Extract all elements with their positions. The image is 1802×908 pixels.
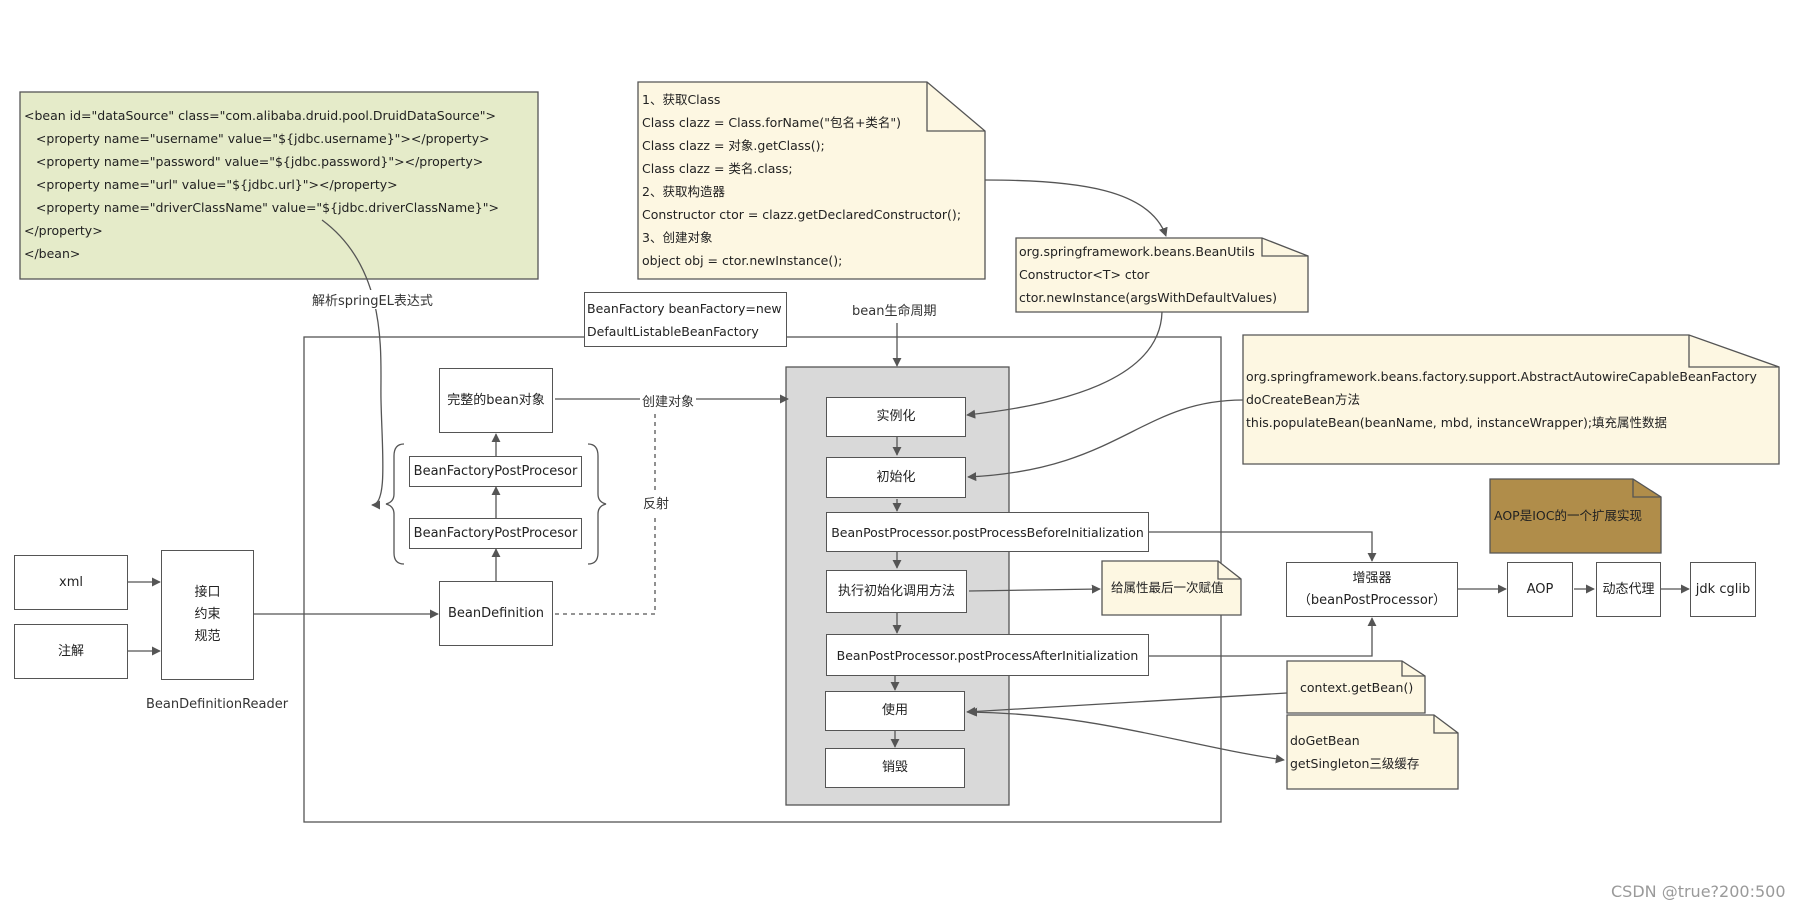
- create-object-label: 创建对象: [640, 391, 697, 410]
- bean-definition-box[interactable]: BeanDefinition: [439, 581, 553, 646]
- arrow-getbean-use: [966, 692, 1288, 717]
- aop-note-shape: [1489, 478, 1662, 554]
- factory-note-shape: [1242, 334, 1780, 465]
- reflection-label: 反射: [641, 491, 672, 514]
- step-before-init[interactable]: BeanPostProcessor.postProcessBeforeIniti…: [826, 512, 1149, 552]
- aop-note-fold: [1632, 479, 1661, 498]
- xml-line: <property name="password" value="${jdbc.…: [24, 154, 484, 169]
- beanutils-note-shape: [1015, 237, 1309, 313]
- dogetbean-line: getSingleton三级缓存: [1290, 756, 1420, 771]
- xml-note-shape: [19, 91, 539, 280]
- reflect-note: 1、获取Class Class clazz = Class.forName("包…: [642, 88, 982, 272]
- step-instantiate[interactable]: 实例化: [826, 397, 966, 437]
- step-destroy[interactable]: 销毁: [825, 748, 965, 788]
- lifecycle-label: bean生命周期: [852, 304, 937, 319]
- reflect-note-fold: [926, 82, 985, 132]
- last-assign-note-shape: [1101, 560, 1242, 616]
- curve-reflect-beanutils: [984, 179, 1168, 237]
- right-brace: [587, 443, 607, 565]
- reflect-line: Class clazz = 对象.getClass();: [642, 138, 825, 153]
- beanutils-line: ctor.newInstance(argsWithDefaultValues): [1019, 290, 1278, 305]
- reflect-line: Class clazz = 类名.class;: [642, 161, 793, 176]
- interface-line: 接口: [194, 585, 221, 600]
- curve-factory-initialize: [967, 399, 1244, 482]
- dogetbean-note: doGetBean getSingleton三级缓存: [1290, 729, 1455, 775]
- enhancer-line: （beanPostProcessor）: [1297, 592, 1447, 608]
- aop-note: AOP是IOC的一个扩展实现: [1494, 508, 1642, 523]
- reader-label: BeanDefinitionReader: [146, 697, 289, 712]
- step-use[interactable]: 使用: [825, 691, 965, 731]
- full-bean-box[interactable]: 完整的bean对象: [439, 368, 553, 433]
- reflect-line: Class clazz = Class.forName("包名+类名"): [642, 115, 902, 130]
- step-initialize[interactable]: 初始化: [826, 457, 966, 498]
- xml-line: </bean>: [24, 246, 81, 261]
- reflect-line: Constructor ctor = clazz.getDeclaredCons…: [642, 207, 962, 222]
- beanutils-line: Constructor<T> ctor: [1019, 267, 1150, 282]
- arrow-after-enhancer: [1148, 617, 1377, 657]
- dogetbean-note-shape: [1286, 714, 1459, 790]
- beanfactory-box: BeanFactory beanFactory=new DefaultLista…: [584, 292, 787, 347]
- interface-line: 规范: [194, 629, 221, 644]
- last-assign-note-fold: [1217, 561, 1241, 580]
- reflect-line: object obj = ctor.newInstance();: [642, 253, 843, 268]
- xml-line: <property name="driverClassName" value="…: [24, 200, 499, 215]
- getbean-note-fold: [1401, 661, 1425, 677]
- beanutils-note-fold: [1261, 238, 1308, 257]
- dogetbean-note-fold: [1433, 715, 1458, 734]
- bfpp-bottom-box[interactable]: BeanFactoryPostProcesor: [409, 518, 582, 549]
- step-after-init[interactable]: BeanPostProcessor.postProcessAfterInitia…: [826, 634, 1149, 676]
- dogetbean-line: doGetBean: [1290, 733, 1360, 748]
- enhancer-line: 增强器: [1352, 570, 1392, 586]
- beanutils-line: org.springframework.beans.BeanUtils: [1019, 244, 1255, 259]
- arrow-before-enhancer: [1148, 531, 1377, 562]
- reflect-line: 1、获取Class: [642, 92, 721, 107]
- reflect-line: 2、获取构造器: [642, 184, 725, 199]
- xml-line: <property name="url" value="${jdbc.url}"…: [24, 177, 398, 192]
- bfpp-top-box[interactable]: BeanFactoryPostProcesor: [409, 456, 582, 487]
- jdk-cglib-box[interactable]: jdk cglib: [1690, 562, 1756, 617]
- beanutils-note: org.springframework.beans.BeanUtils Cons…: [1019, 240, 1304, 309]
- beanfactory-line: DefaultListableBeanFactory: [587, 323, 759, 339]
- watermark: CSDN @true?200:500: [1611, 882, 1786, 901]
- factory-note: org.springframework.beans.factory.suppor…: [1246, 365, 1776, 434]
- xml-box[interactable]: xml: [14, 555, 128, 610]
- curve-beanutils-instantiate: [966, 311, 1163, 419]
- aop-box[interactable]: AOP: [1507, 562, 1573, 617]
- parse-el-label: 解析springEL表达式: [310, 290, 435, 309]
- xml-note: <bean id="dataSource" class="com.alibaba…: [24, 104, 534, 265]
- curve-spel: [321, 219, 384, 510]
- step-invoke-init[interactable]: 执行初始化调用方法: [826, 570, 967, 613]
- left-brace: [385, 443, 405, 565]
- factory-line: org.springframework.beans.factory.suppor…: [1246, 369, 1757, 384]
- factory-note-fold: [1688, 335, 1779, 368]
- xml-line: </property>: [24, 223, 103, 238]
- factory-line: this.populateBean(beanName, mbd, instanc…: [1246, 415, 1668, 430]
- beanfactory-line: BeanFactory beanFactory=new: [587, 300, 782, 316]
- arrow-use-dogetbean: [968, 707, 1285, 764]
- annotation-box[interactable]: 注解: [14, 624, 128, 679]
- xml-line: <property name="username" value="${jdbc.…: [24, 131, 490, 146]
- dynamic-proxy-box[interactable]: 动态代理: [1596, 562, 1661, 617]
- dashed-reflection: [555, 399, 656, 615]
- interface-line: 约束: [194, 607, 221, 622]
- factory-line: doCreateBean方法: [1246, 392, 1360, 407]
- last-assign-note: 给属性最后一次赋值: [1111, 580, 1224, 595]
- reflect-line: 3、创建对象: [642, 230, 713, 245]
- getbean-note: context.getBean(): [1300, 680, 1414, 695]
- interface-box[interactable]: 接口 约束 规范: [161, 550, 254, 680]
- reflect-note-shape: [637, 81, 986, 280]
- xml-line: <bean id="dataSource" class="com.alibaba…: [24, 108, 496, 123]
- enhancer-box[interactable]: 增强器 （beanPostProcessor）: [1286, 562, 1458, 617]
- getbean-note-shape: [1286, 660, 1426, 714]
- arrow-invoke-lastassign: [968, 584, 1101, 594]
